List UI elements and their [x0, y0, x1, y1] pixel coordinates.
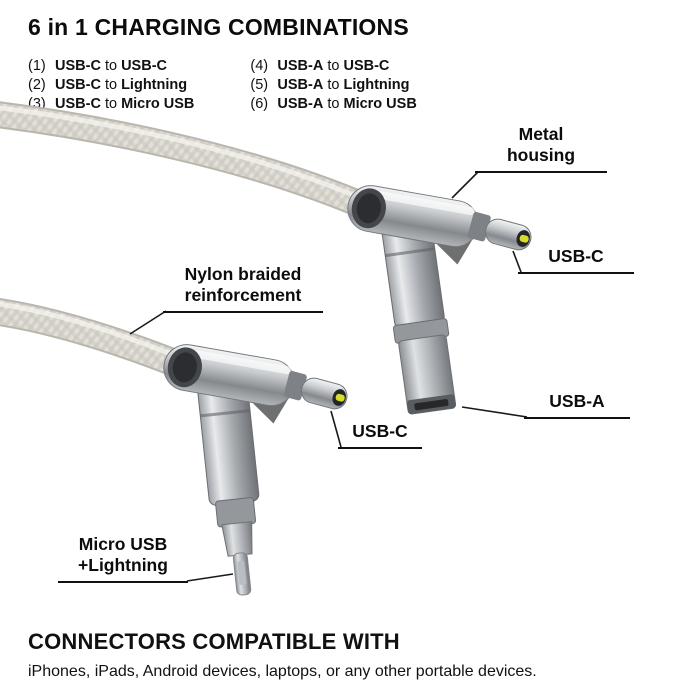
combo-number: (5)	[250, 77, 269, 93]
conjunction: to	[327, 77, 340, 93]
compatibility-subtext: iPhones, iPads, Android devices, laptops…	[28, 663, 537, 680]
braided-cable-top	[0, 101, 375, 221]
housing-highlight	[376, 191, 475, 216]
combo-text: USB-A to Micro USB	[277, 95, 416, 114]
usbc-tab-top	[519, 234, 529, 243]
leader-nylon	[129, 310, 167, 335]
conjunction: to	[327, 96, 340, 112]
micro-usb-connector	[221, 521, 253, 557]
combo-item-4: (4) USB-A to USB-C	[250, 57, 416, 76]
metal-housing-body-top	[380, 213, 457, 415]
callout-usbc-top: USB-C	[518, 246, 634, 274]
combinations-column-2: (4) USB-A to USB-C (5) USB-A to Lightnin…	[250, 57, 416, 114]
connector-a: USB-A	[277, 96, 324, 112]
callout-usbc-bottom: USB-C	[338, 421, 422, 449]
combo-item-5: (5) USB-A to Lightning	[250, 76, 416, 95]
combo-item-6: (6) USB-A to Micro USB	[250, 95, 416, 114]
combo-text: USB-A to USB-C	[277, 57, 389, 76]
connector-a: USB-C	[55, 58, 101, 74]
connector-b: USB-C	[121, 58, 167, 74]
connector-b: USB-C	[343, 58, 390, 74]
charging-combinations-list: (1) USB-C to USB-C (2) USB-C to Lightnin…	[28, 57, 417, 114]
connector-a: USB-C	[55, 96, 101, 112]
page-title: 6 in 1 CHARGING COMBINATIONS	[28, 14, 409, 40]
combo-text: USB-C to Lightning	[55, 76, 187, 95]
leader-usba	[461, 406, 528, 418]
combo-number: (1)	[28, 58, 46, 74]
connector-assembly-bottom	[163, 344, 348, 596]
hinge-seam	[385, 247, 435, 258]
connector-b: Micro USB	[343, 96, 417, 112]
connector-a: USB-A	[277, 58, 324, 74]
combo-text: USB-C to USB-C	[55, 57, 167, 76]
callout-micro-lightning: Micro USB +Lightning	[58, 534, 188, 583]
metal-housing-cap-top	[347, 185, 480, 248]
usba-connector	[398, 334, 457, 415]
combo-number: (6)	[250, 96, 269, 112]
hinge-seam	[200, 409, 251, 418]
housing-underside-shadow	[250, 399, 288, 424]
combo-item-1: (1) USB-C to USB-C	[28, 57, 194, 76]
leader-usbc-bottom	[330, 410, 342, 448]
lightning-connector	[232, 552, 252, 596]
combo-text: USB-C to Micro USB	[55, 95, 194, 114]
conjunction: to	[327, 58, 340, 74]
combo-text: USB-A to Lightning	[277, 76, 409, 95]
conjunction: to	[104, 77, 118, 93]
cable-entry-opening	[172, 352, 197, 383]
callout-metal-housing: Metal housing	[475, 124, 607, 173]
connector-b: Lightning	[343, 77, 410, 93]
combo-number: (2)	[28, 77, 46, 93]
leader-lines	[129, 171, 528, 582]
connector-assembly-top	[347, 185, 532, 415]
metal-housing-cap-bottom	[163, 344, 296, 407]
callout-nylon-braided: Nylon braided reinforcement	[163, 264, 323, 313]
housing-underside-shadow	[434, 240, 472, 265]
usbc-connector-bottom	[283, 371, 348, 410]
leader-usbc-top	[512, 250, 522, 273]
usbc-tab-bottom	[335, 393, 345, 402]
cable-entry-opening	[356, 193, 381, 224]
leader-metal-housing	[451, 171, 479, 199]
callout-usba: USB-A	[524, 391, 630, 419]
connector-b: Micro USB	[121, 96, 195, 112]
leader-micro-lightning	[186, 573, 234, 582]
compatibility-heading: CONNECTORS COMPATIBLE WITH	[28, 629, 400, 654]
housing-highlight	[192, 350, 291, 375]
usba-port-opening	[414, 399, 449, 411]
combo-number: (4)	[250, 58, 269, 74]
connector-a: USB-C	[55, 77, 101, 93]
conjunction: to	[104, 58, 118, 74]
connector-a: USB-A	[277, 77, 324, 93]
usbc-connector-top	[467, 212, 532, 251]
combo-item-2: (2) USB-C to Lightning	[28, 76, 194, 95]
connector-b: Lightning	[121, 77, 188, 93]
braided-cable-bottom	[0, 297, 191, 381]
lightning-contact	[237, 560, 247, 586]
conjunction: to	[104, 96, 118, 112]
